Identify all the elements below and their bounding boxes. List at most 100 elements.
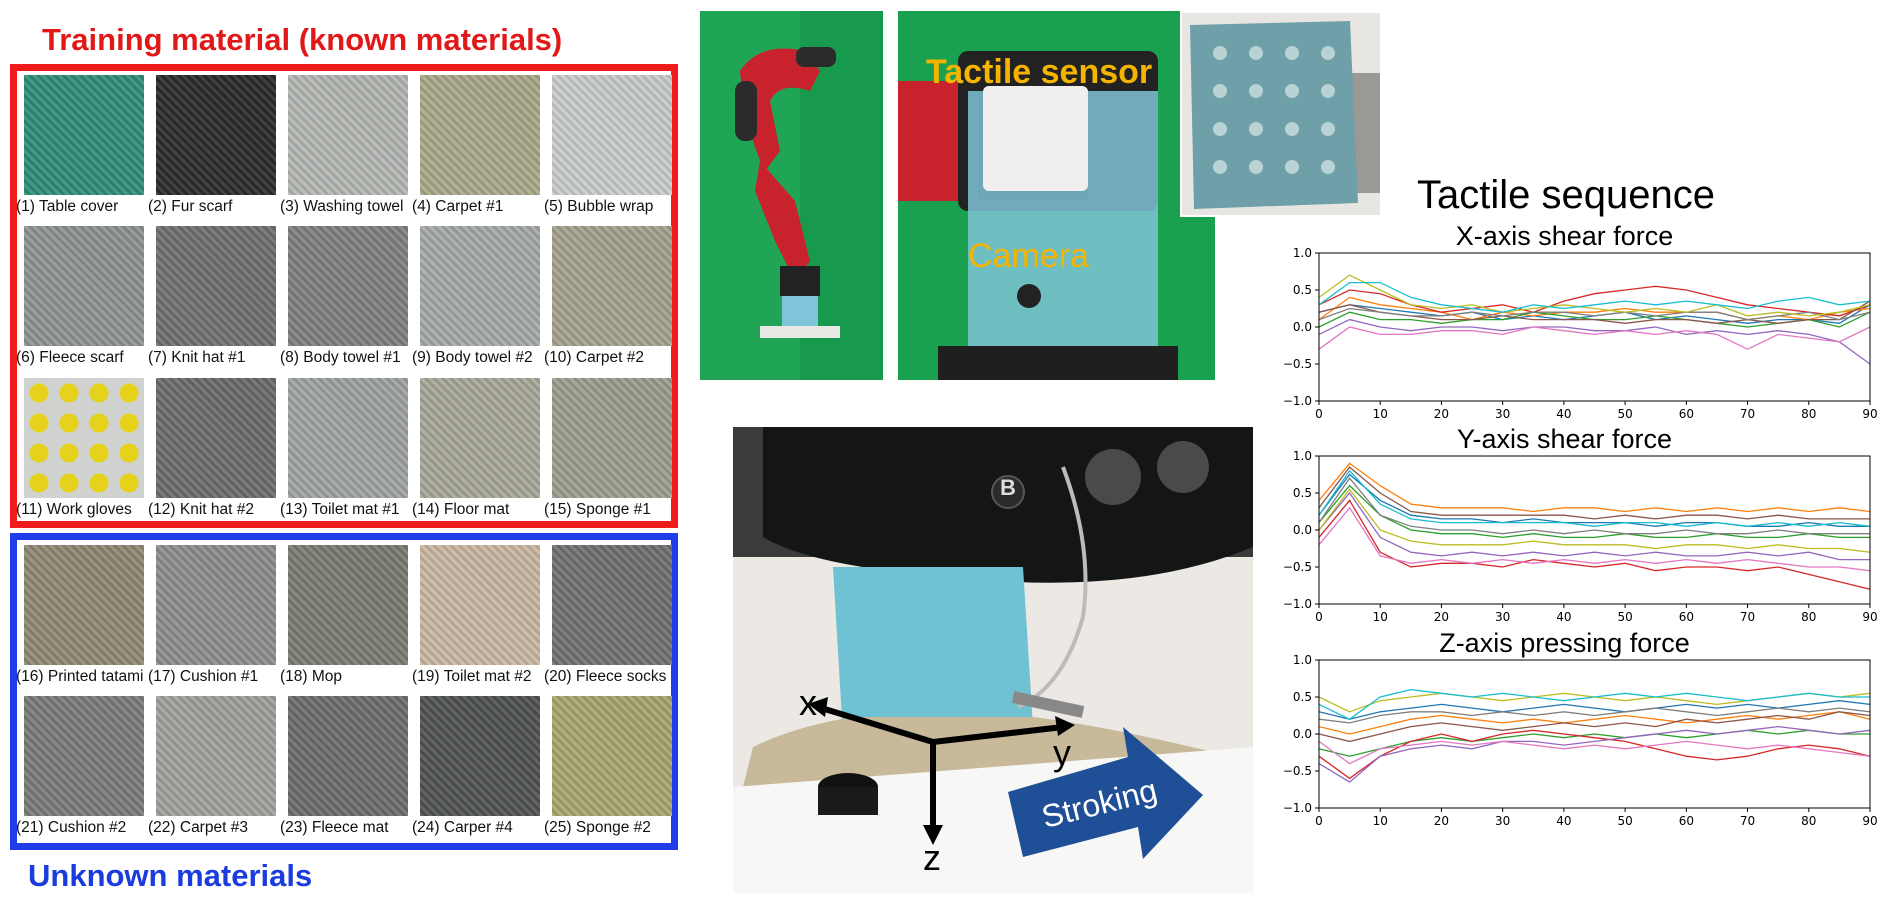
marker-dot bbox=[1321, 46, 1335, 60]
material-label: (18) Mop bbox=[280, 668, 343, 685]
series-line bbox=[1318, 326, 1871, 350]
series-line bbox=[1318, 484, 1870, 539]
material-label: (8) Body towel #1 bbox=[280, 349, 401, 366]
robot-arm-illustration bbox=[700, 11, 883, 380]
y-tick-label: −1.0 bbox=[1283, 801, 1312, 815]
x-tick-label: 90 bbox=[1862, 814, 1877, 828]
y-tick-label: 0.0 bbox=[1293, 727, 1312, 741]
material-tile bbox=[288, 545, 408, 665]
series-line bbox=[1318, 477, 1870, 535]
y-tick-label: 1.0 bbox=[1293, 246, 1312, 260]
material-tile bbox=[288, 378, 408, 498]
material-tile bbox=[552, 696, 672, 816]
series-line bbox=[1318, 499, 1871, 590]
stroking-illustration bbox=[733, 427, 1253, 893]
material-tile bbox=[552, 75, 672, 195]
x-tick-label: 30 bbox=[1495, 407, 1510, 421]
material-label: (13) Toilet mat #1 bbox=[280, 501, 400, 518]
marker-dot bbox=[1213, 122, 1227, 136]
series-line bbox=[1318, 729, 1871, 780]
material-tile bbox=[420, 545, 540, 665]
material-tile bbox=[288, 226, 408, 346]
x-tick-label: 60 bbox=[1679, 407, 1694, 421]
series-line bbox=[1318, 740, 1871, 765]
x-tick-label: 50 bbox=[1617, 814, 1632, 828]
series-line bbox=[1318, 274, 1871, 317]
robot-arm-photo bbox=[700, 11, 883, 380]
x-tick-label: 10 bbox=[1373, 814, 1388, 828]
x-tick-label: 20 bbox=[1434, 814, 1449, 828]
marker-dot bbox=[1213, 84, 1227, 98]
x-tick-label: 70 bbox=[1740, 814, 1755, 828]
material-tile bbox=[156, 545, 276, 665]
y-tick-label: −0.5 bbox=[1283, 357, 1312, 371]
material-tile bbox=[24, 545, 144, 665]
series-line bbox=[1318, 506, 1871, 572]
gel-pad-illustration bbox=[1182, 13, 1380, 215]
series-line bbox=[1318, 491, 1870, 561]
x-tick-label: 80 bbox=[1801, 814, 1816, 828]
gel-pad-photo bbox=[1180, 11, 1382, 217]
axis-x-label: x bbox=[799, 682, 817, 723]
series-line bbox=[1318, 725, 1871, 783]
material-tile bbox=[156, 696, 276, 816]
x-tick-label: 50 bbox=[1617, 407, 1632, 421]
material-label: (15) Sponge #1 bbox=[544, 501, 651, 518]
x-tick-label: 20 bbox=[1434, 610, 1449, 624]
camera-label: Camera bbox=[968, 237, 1089, 275]
material-label: (17) Cushion #1 bbox=[148, 668, 259, 685]
material-tile bbox=[24, 75, 144, 195]
material-label: (6) Fleece scarf bbox=[16, 349, 124, 366]
training-frame bbox=[10, 64, 678, 528]
material-tile bbox=[420, 696, 540, 816]
material-label: (25) Sponge #2 bbox=[544, 819, 651, 836]
robot-logo: B bbox=[1000, 475, 1016, 500]
y-tick-label: −1.0 bbox=[1283, 597, 1312, 611]
x-tick-label: 60 bbox=[1679, 814, 1694, 828]
marker-dot bbox=[1285, 122, 1299, 136]
material-tile bbox=[288, 75, 408, 195]
material-tile bbox=[156, 75, 276, 195]
series-line bbox=[1318, 304, 1871, 324]
x-tick-label: 60 bbox=[1679, 610, 1694, 624]
series-line bbox=[1318, 729, 1870, 757]
axis-arrows bbox=[808, 697, 1203, 859]
series-line bbox=[1318, 318, 1871, 365]
series-line bbox=[1318, 296, 1871, 321]
x-tick-label: 50 bbox=[1617, 610, 1632, 624]
chart-title: X-axis shear force bbox=[1456, 221, 1674, 251]
material-label: (11) Work gloves bbox=[16, 501, 132, 518]
y-tick-label: 0.0 bbox=[1293, 320, 1312, 334]
series-line bbox=[1318, 466, 1870, 520]
y-tick-label: 1.0 bbox=[1293, 449, 1312, 463]
y-tick-label: 0.0 bbox=[1293, 523, 1312, 537]
marker-dot bbox=[1321, 160, 1335, 174]
material-label: (16) Printed tatami bbox=[16, 668, 144, 685]
marker-dot bbox=[1249, 84, 1263, 98]
material-tile bbox=[552, 378, 672, 498]
material-tile bbox=[24, 696, 144, 816]
material-label: (23) Fleece mat bbox=[280, 819, 389, 836]
material-tile bbox=[420, 226, 540, 346]
x-tick-label: 90 bbox=[1862, 407, 1877, 421]
x-tick-label: 40 bbox=[1556, 610, 1571, 624]
x-tick-label: 20 bbox=[1434, 407, 1449, 421]
x-tick-label: 40 bbox=[1556, 814, 1571, 828]
axis-y-label: y bbox=[1053, 732, 1071, 773]
chart-title: Z-axis pressing force bbox=[1439, 628, 1690, 658]
material-label: (14) Floor mat bbox=[412, 501, 510, 518]
series-line bbox=[1318, 700, 1871, 720]
training-heading: Training material (known materials) bbox=[42, 22, 563, 57]
plot-frame bbox=[1318, 455, 1871, 605]
material-label: (1) Table cover bbox=[16, 198, 119, 215]
series-line bbox=[1318, 688, 1870, 720]
x-tick-label: 70 bbox=[1740, 407, 1755, 421]
series-line bbox=[1318, 285, 1871, 317]
x-tick-label: 0 bbox=[1315, 814, 1323, 828]
material-label: (19) Toilet mat #2 bbox=[412, 668, 532, 685]
material-tile bbox=[156, 226, 276, 346]
marker-dot bbox=[1213, 160, 1227, 174]
unknown-frame bbox=[10, 533, 678, 850]
marker-dot bbox=[1321, 84, 1335, 98]
material-label: (5) Bubble wrap bbox=[544, 198, 654, 215]
